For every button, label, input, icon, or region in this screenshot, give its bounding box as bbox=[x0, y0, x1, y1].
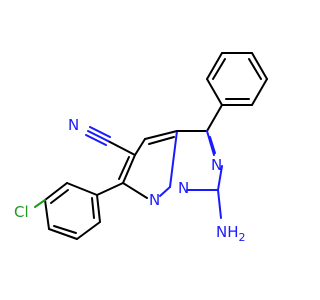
imidazole-ring bbox=[176, 130, 223, 191]
amino-nh-text: NH bbox=[216, 223, 239, 241]
chlorophenyl-ring bbox=[44, 182, 124, 240]
pyridazine-n-label: N bbox=[149, 191, 160, 209]
nitrile-group bbox=[85, 126, 136, 156]
phenyl-ring bbox=[206, 52, 268, 106]
amino-subscript: 2 bbox=[239, 231, 246, 244]
imidazole-n-upper-label: N bbox=[211, 156, 222, 174]
chemical-structure: N N N N NH2 Cl bbox=[14, 52, 268, 244]
pyridazine-ring bbox=[118, 130, 178, 199]
chlorine-bond bbox=[34, 199, 46, 208]
phenyl-link-bond bbox=[206, 104, 223, 132]
bridgehead-n-label: N bbox=[178, 179, 189, 197]
amino-bond bbox=[217, 189, 222, 219]
amino-group-label: NH2 bbox=[216, 223, 246, 244]
nitrile-nitrogen-label: N bbox=[68, 116, 79, 134]
chlorine-label: Cl bbox=[14, 203, 29, 221]
